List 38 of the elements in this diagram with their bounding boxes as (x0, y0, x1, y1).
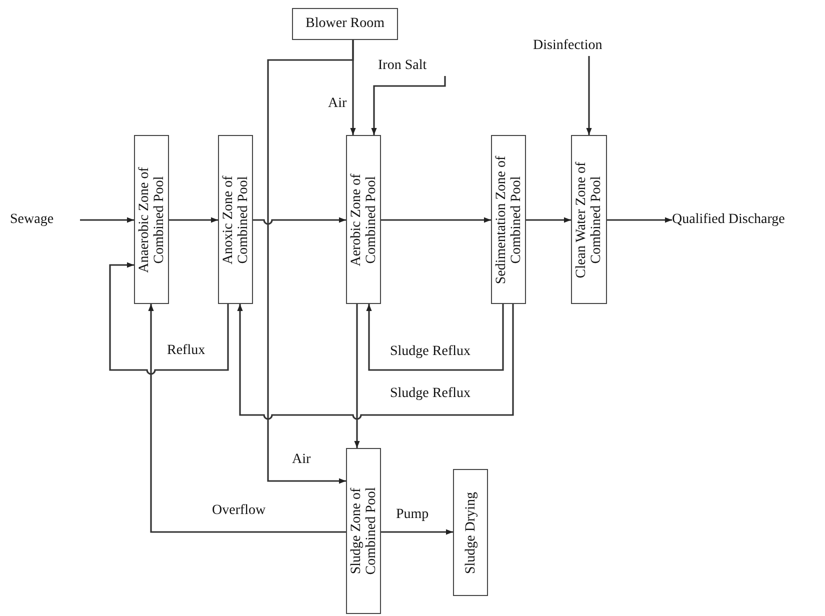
flow-arrow (148, 304, 346, 533)
flow-arrow (371, 76, 446, 135)
box-label: Sludge Drying (463, 490, 478, 576)
box-label: Aerobic Zone of Combined Pool (348, 172, 378, 268)
flow-arrow (586, 56, 592, 135)
flow-label: Qualified Discharge (672, 210, 822, 230)
flow-arrow (366, 304, 504, 371)
flow-arrow (169, 217, 218, 223)
flow-arrow (354, 304, 360, 448)
flow-arrow (109, 262, 229, 374)
process-box (453, 469, 488, 596)
edge-label: Sludge Reflux (388, 344, 472, 360)
process-box (491, 135, 526, 304)
box-label: Sedimentation Zone of Combined Pool (494, 154, 524, 286)
flow-label: Disinfection (533, 36, 623, 56)
flow-label: Sewage (10, 210, 80, 230)
flow-arrow (80, 217, 134, 223)
flow-arrow (526, 217, 571, 223)
process-box (134, 135, 169, 304)
box-label: Clean Water Zone of Combined Pool (574, 160, 604, 280)
process-box (346, 448, 381, 614)
edge-label: Pump (394, 507, 431, 523)
flow-arrow (253, 217, 346, 225)
edge-label: Sludge Reflux (388, 386, 472, 402)
box-label: Anoxic Zone of Combined Pool (220, 174, 250, 266)
flow-arrow (237, 304, 514, 420)
process-box (346, 135, 381, 304)
flow-arrow (267, 40, 354, 484)
process-box (292, 8, 398, 40)
flow-label: Iron Salt (378, 56, 450, 76)
process-box (218, 135, 253, 304)
box-label: Sludge Zone of Combined Pool (348, 486, 378, 577)
flow-arrow (381, 529, 453, 535)
flow-arrow (607, 217, 672, 223)
process-box (571, 135, 607, 304)
box-label: Anaerobic Zone of Combined Pool (136, 166, 166, 275)
flow-arrow (381, 217, 491, 223)
box-label: Blower Room (306, 16, 384, 32)
